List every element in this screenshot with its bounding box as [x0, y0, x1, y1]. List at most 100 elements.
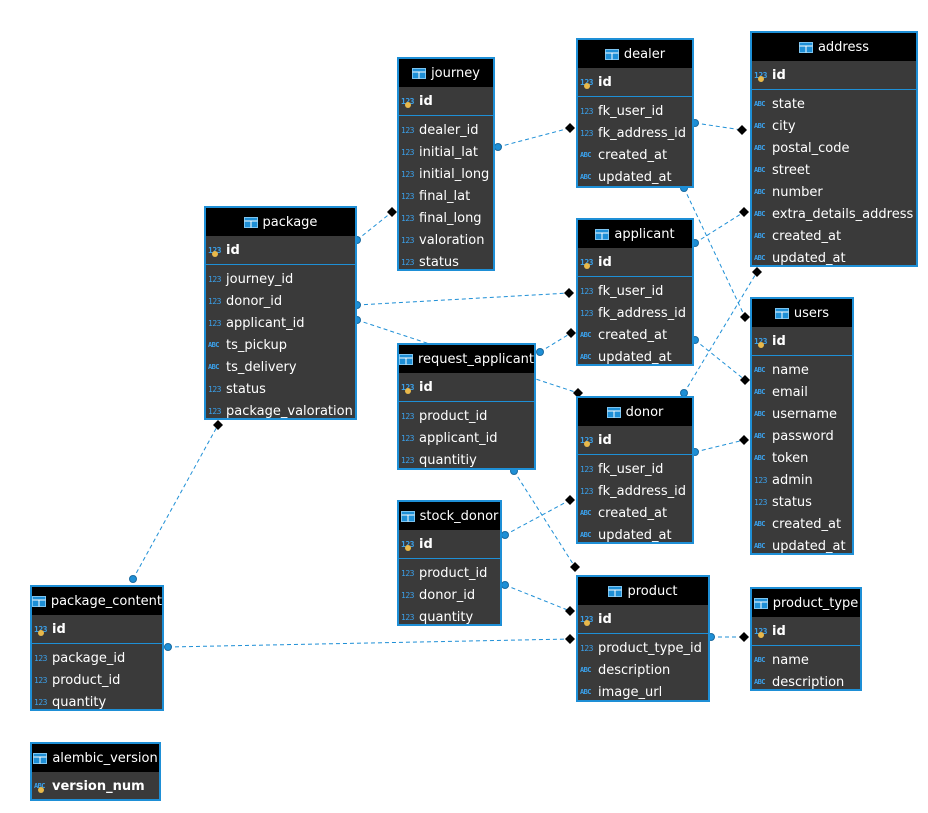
primary-key-row[interactable]: 123id [399, 87, 493, 116]
table-header[interactable]: product_type [752, 589, 860, 617]
table-header[interactable]: package_content [32, 587, 162, 615]
primary-key-row[interactable]: 123id [752, 617, 860, 646]
table-address[interactable]: address123idABCstateABCcityABCpostal_cod… [750, 31, 918, 267]
primary-key-row[interactable]: 123id [32, 615, 162, 644]
primary-key-row[interactable]: 123id [578, 605, 708, 634]
table-header[interactable]: journey [399, 59, 493, 87]
rel-dealer-users [683, 187, 746, 318]
table-donor[interactable]: donor123id123fk_user_id123fk_address_idA… [576, 396, 694, 544]
table-product-type[interactable]: product_type123idABCnameABCdescription [750, 587, 862, 691]
primary-key-name: id [419, 93, 433, 109]
table-header[interactable]: alembic_version [32, 744, 159, 772]
table-product[interactable]: product123id 123product_type_idABCdescrip… [576, 575, 710, 702]
numeric-type-icon: 123 [34, 675, 47, 685]
table-header[interactable]: request_applicant [399, 345, 534, 373]
table-stock-donor[interactable]: stock_donor123id 123product_id123donor_id… [397, 500, 502, 626]
table-header[interactable]: users [752, 299, 852, 327]
table-header[interactable]: dealer [578, 40, 692, 68]
table-dealer[interactable]: dealer123id 123fk_user_id123fk_address_id… [576, 38, 694, 188]
table-header[interactable]: package [206, 208, 355, 236]
table-users[interactable]: users123idABCnameABCemailABCusernameABCp… [750, 297, 854, 555]
primary-key-row[interactable]: 123id [578, 426, 692, 455]
primary-key-row[interactable]: 123id [752, 327, 852, 356]
primary-key-row[interactable]: 123id [399, 373, 534, 402]
table-header[interactable]: stock_donor [399, 502, 500, 530]
primary-key-row[interactable]: 123id [206, 236, 355, 265]
table-package-content[interactable]: package_content123id 123package_id123prod… [30, 585, 164, 711]
table-journey[interactable]: journey123id123dealer_id123initial_lat12… [397, 57, 495, 271]
table-header[interactable]: product [578, 577, 708, 605]
primary-key-row[interactable]: 123id [752, 61, 916, 90]
primary-key-row[interactable]: 123id [578, 68, 692, 97]
table-header[interactable]: donor [578, 398, 692, 426]
primary-key-name: id [419, 379, 433, 395]
primary-key-row[interactable]: 123id [578, 248, 692, 277]
table-package[interactable]: package123id 123journey_id123donor_id123a… [204, 206, 357, 420]
table-header[interactable]: applicant [578, 220, 692, 248]
table-applicant[interactable]: applicant123id 123fk_user_id123fk_address… [576, 218, 694, 366]
table-request-applicant[interactable]: request_applicant123id 123product_id123ap… [397, 343, 536, 470]
table-header[interactable]: address [752, 33, 916, 61]
primary-key-row[interactable]: 123id [399, 530, 500, 559]
